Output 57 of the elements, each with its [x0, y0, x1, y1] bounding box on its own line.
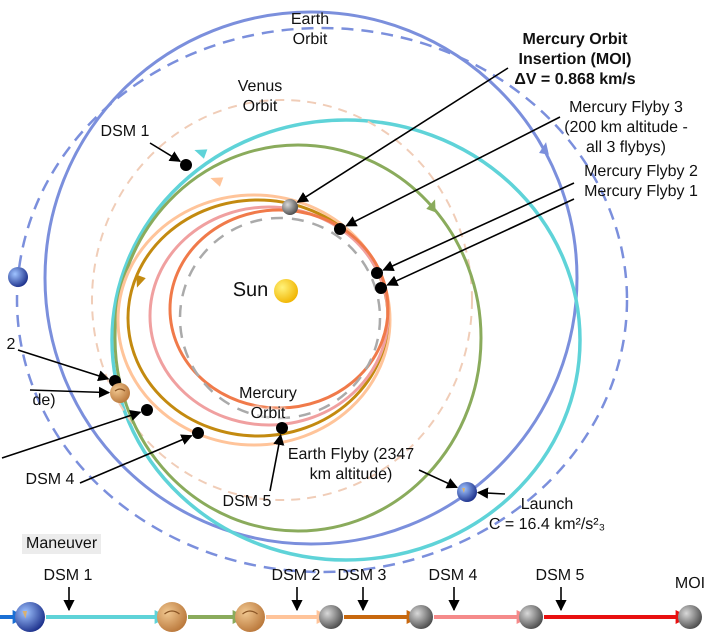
- planet-icon: [282, 199, 298, 215]
- planet-icon: [110, 383, 130, 403]
- callout-text: Mercury Flyby 1: [583, 182, 699, 202]
- leader-line: [382, 182, 574, 271]
- leader-line: [150, 142, 181, 162]
- planet-icon: [157, 602, 187, 632]
- leader-line: [18, 349, 110, 382]
- callout-text: DSM 2: [270, 566, 322, 586]
- callout-text: DSM 1: [100, 122, 150, 142]
- planet-icon: [519, 605, 543, 629]
- callout-text: Mercury Flyby 3 (200 km altitude - all 3 flybys): [563, 98, 689, 158]
- leader-line: [357, 587, 369, 612]
- callout-text: Launch: [520, 495, 574, 515]
- planet-icon: [319, 605, 343, 629]
- leader-line: [30, 386, 110, 398]
- leader-line: [555, 587, 567, 612]
- leader-line: [386, 198, 574, 286]
- callout-text: DSM 5: [222, 492, 272, 512]
- marker-dot: [180, 159, 192, 171]
- orbit-label: Earth Orbit: [290, 10, 330, 50]
- orbit-label: Venus Orbit: [236, 77, 284, 117]
- leader-line: [2, 410, 142, 459]
- callout-text: de): [31, 391, 57, 411]
- marker-dot: [375, 282, 387, 294]
- marker-dot: [334, 223, 346, 235]
- orbit-label: Mercury Orbit: [238, 384, 298, 424]
- leader-line: [291, 587, 303, 612]
- leader-line: [448, 587, 460, 612]
- callout-text: Mercury Flyby 2: [583, 162, 699, 182]
- callout-text: DSM 3: [336, 566, 388, 586]
- callout-text: DSM 1: [42, 566, 94, 586]
- orbit-label: Sun: [232, 280, 270, 300]
- leader-line: [345, 116, 560, 227]
- callout-text: DSM 4: [428, 566, 478, 586]
- globe-icon: [457, 482, 477, 502]
- callout-text: Mercury Orbit Insertion (MOI) ΔV = 0.868 km/s: [513, 30, 637, 90]
- planet-icon: [678, 605, 702, 629]
- marker-dot: [371, 267, 383, 279]
- marker-dot: [276, 422, 288, 434]
- leader-line: [296, 67, 508, 203]
- leader-line: [418, 469, 458, 488]
- callout-text: DSM 5: [534, 566, 586, 586]
- leader-line: [80, 434, 193, 484]
- callout-text: C = 16.4 km²/s²₃: [488, 515, 606, 535]
- marker-dot: [141, 404, 153, 416]
- callout-text: MOI: [674, 574, 706, 594]
- planet-icon: [409, 605, 433, 629]
- section-label: Maneuver: [22, 534, 102, 554]
- leader-line: [476, 488, 506, 499]
- leader-line: [63, 587, 75, 612]
- callout-text: Earth Flyby (2347 km altitude): [286, 445, 416, 485]
- leader-line: [269, 434, 284, 492]
- callout-text: 2: [6, 335, 16, 355]
- globe-icon: [15, 602, 45, 632]
- marker-dot: [192, 427, 204, 439]
- planet-icon: [235, 602, 265, 632]
- callout-text: DSM 4: [24, 470, 76, 490]
